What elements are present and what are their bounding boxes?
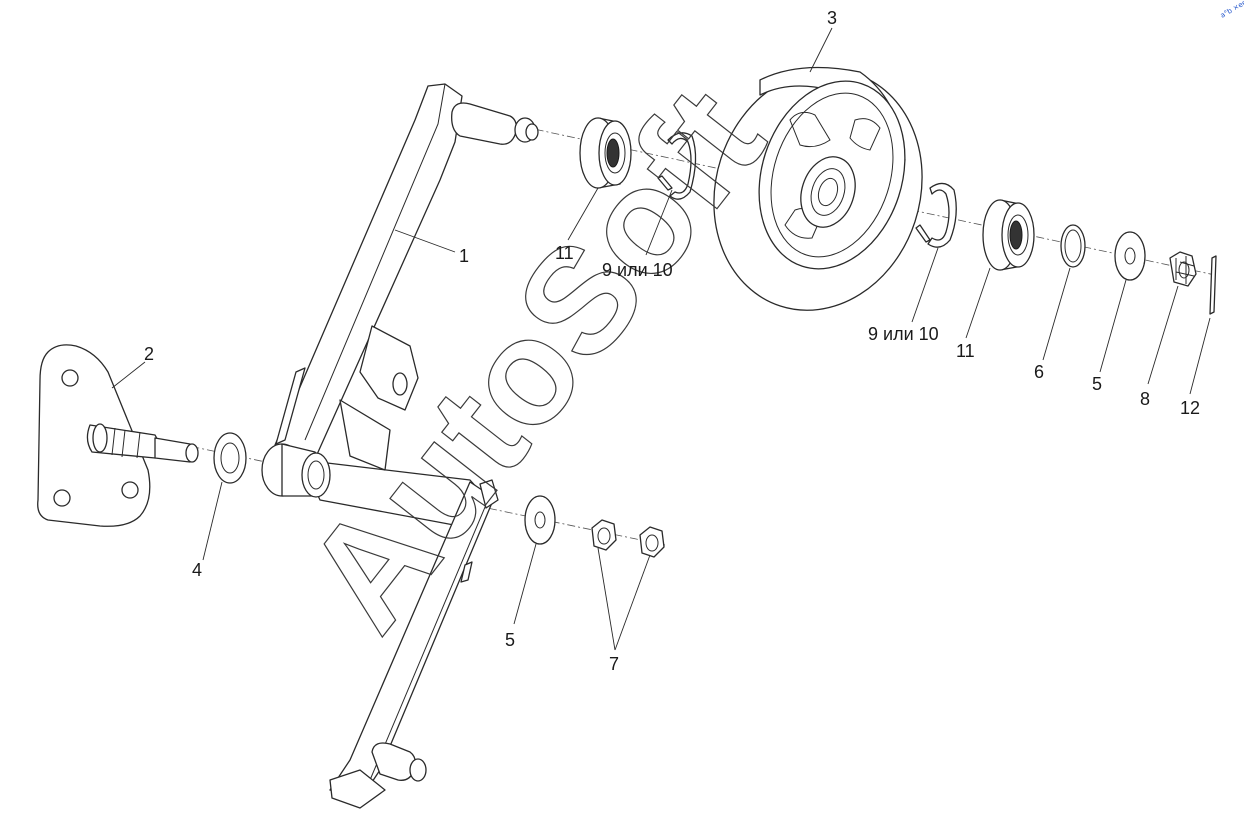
callout-2: 2 [144,344,154,364]
callout-5-right: 5 [1092,374,1102,394]
callout-9-10-right: 9 или 10 [868,324,939,344]
callout-8: 8 [1140,389,1150,409]
nut-second-part [639,526,665,558]
callout-6: 6 [1034,362,1044,382]
callout-7: 7 [609,654,619,674]
washer-lower-part [524,495,556,545]
retaining-ring-right-part [915,182,957,248]
callout-12: 12 [1180,398,1200,418]
callout-4: 4 [192,560,202,580]
callout-9-10-left: 9 или 10 [602,260,673,280]
retaining-ring-left-part [657,132,697,200]
corner-mark: a°b ×ee [1219,0,1244,20]
callout-1: 1 [459,246,469,266]
callout-5-lower: 5 [505,630,515,650]
castle-nut-part [1169,251,1197,287]
washer-right-part [1114,231,1146,281]
spacer-ring-part [1060,224,1086,268]
cotter-pin-part [1209,255,1217,315]
wheel-part [713,66,923,311]
lever-arm-part [261,83,539,809]
bracket-plate-part [37,344,199,527]
callout-11-left: 11 [555,243,574,263]
bearing-right-part [982,199,1035,271]
callout-11-right: 11 [956,341,975,361]
leader-lines [111,27,1211,651]
callout-3: 3 [827,8,837,28]
nut-first-part [591,519,617,551]
washer-left-part [213,432,247,484]
